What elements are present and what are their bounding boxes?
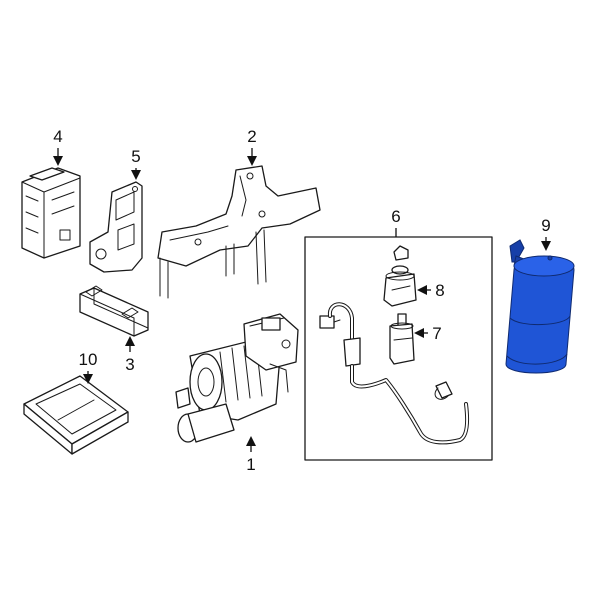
callout-6-label: 6 (391, 207, 400, 226)
part-6-air-line-kit[interactable] (319, 302, 470, 445)
part-5-bracket-plate[interactable] (89, 181, 143, 273)
callout-2: 2 (247, 127, 257, 166)
callout-7-label: 7 (432, 324, 441, 343)
part-10-control-unit[interactable] (23, 375, 129, 455)
callout-8: 8 (417, 281, 445, 300)
callout-3: 3 (125, 336, 135, 374)
callout-4: 4 (53, 127, 63, 166)
callout-6: 6 (391, 207, 401, 237)
callout-8-label: 8 (435, 281, 444, 300)
part-2-main-bracket[interactable] (157, 165, 321, 299)
callout-10: 10 (79, 350, 98, 384)
callout-5: 5 (131, 147, 141, 180)
part-6-kit-group-frame (304, 236, 493, 461)
part-9-air-reservoir[interactable] (505, 239, 575, 374)
part-7-filter[interactable] (389, 313, 415, 365)
callout-1: 1 (246, 436, 256, 474)
part-8-relay[interactable] (383, 245, 417, 307)
callout-4-label: 4 (53, 127, 62, 146)
callout-9: 9 (541, 216, 551, 251)
callout-10-label: 10 (79, 350, 98, 369)
callout-3-label: 3 (125, 355, 134, 374)
part-3-mount-bracket[interactable] (79, 285, 149, 337)
callout-5-label: 5 (131, 147, 140, 166)
callout-7: 7 (414, 324, 442, 343)
part-1-compressor[interactable] (175, 313, 299, 443)
callout-9-label: 9 (541, 216, 550, 235)
callout-2-label: 2 (247, 127, 256, 146)
callout-1-label: 1 (246, 455, 255, 474)
part-4-control-module[interactable] (21, 167, 81, 259)
